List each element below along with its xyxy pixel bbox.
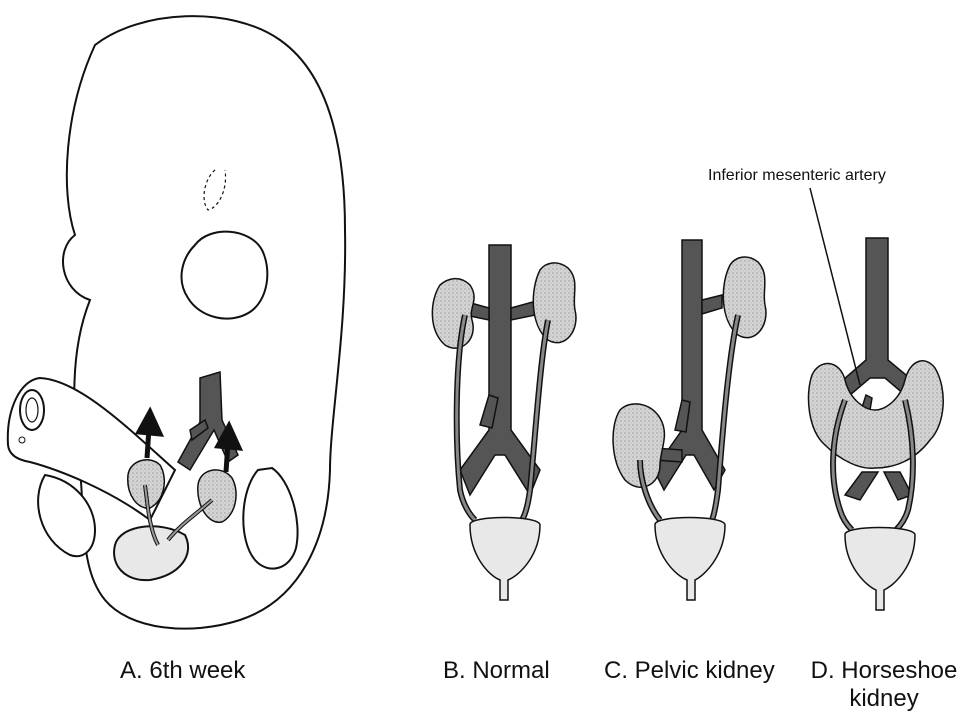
embryo-ureters-inner — [144, 484, 213, 546]
inferior-mesenteric-artery-label: Inferior mesenteric artery — [708, 167, 886, 184]
caption-d-line1: D. Horseshoe — [810, 657, 958, 684]
aorta-c — [653, 239, 726, 492]
caption-c: C. Pelvic kidney — [604, 657, 775, 684]
kidney-b-right — [532, 262, 577, 344]
kidney-c-pelvic — [612, 403, 666, 488]
caption-b: B. Normal — [443, 657, 550, 684]
caption-d-line2: kidney — [849, 685, 919, 712]
ascent-arrow-icon — [134, 406, 244, 473]
bladder-c — [654, 516, 726, 601]
bladder-d — [844, 526, 916, 611]
embryo-illustration — [6, 15, 347, 630]
panel-b-normal — [431, 244, 577, 601]
embryo-kidney-left — [127, 459, 166, 509]
annotation-leader-line — [809, 187, 861, 386]
panel-c-pelvic — [612, 239, 767, 601]
bladder-b — [469, 516, 541, 601]
aorta-d — [842, 237, 914, 501]
kidney-c-upper — [722, 256, 767, 339]
caption-a: A. 6th week — [120, 657, 246, 684]
aorta-b — [459, 244, 541, 497]
caption-d: D. Horseshoe kidney — [808, 657, 960, 713]
panel-d-horseshoe — [807, 187, 944, 611]
embryo-kidney-right — [197, 469, 237, 523]
kidney-b-left — [431, 277, 475, 349]
